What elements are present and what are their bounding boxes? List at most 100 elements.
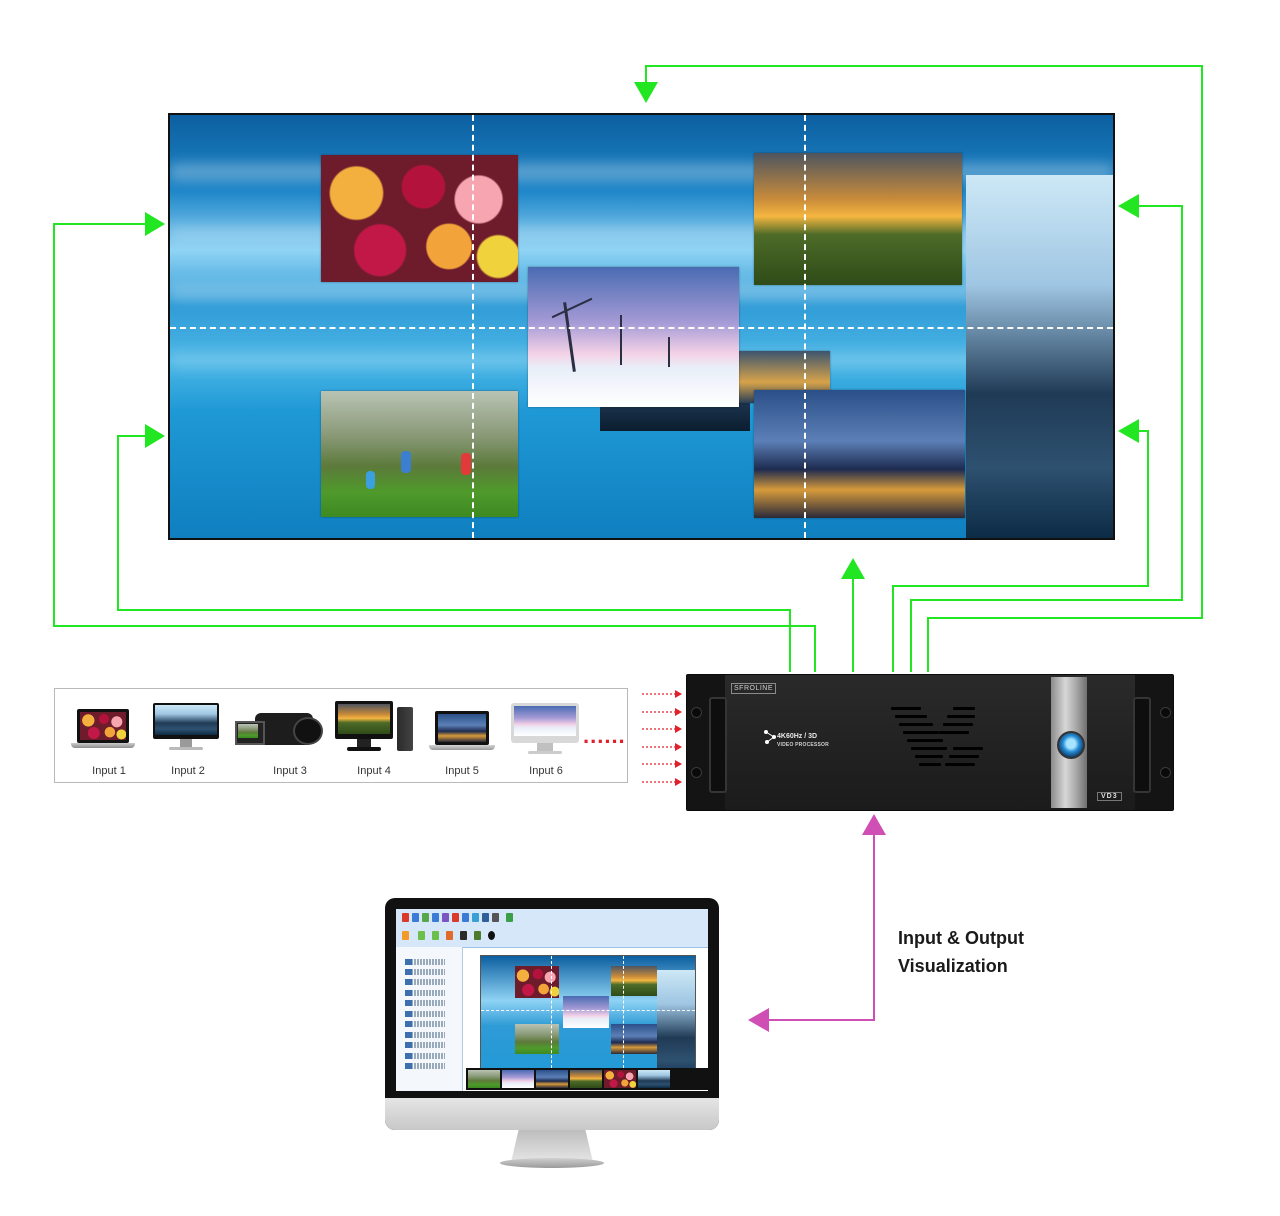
toolbar-icon[interactable]	[402, 913, 409, 922]
arrowhead-right	[675, 743, 682, 751]
source-thumbnail[interactable]	[570, 1070, 602, 1088]
toolbar-icon[interactable]	[422, 913, 429, 922]
control-line	[766, 832, 875, 1021]
toolbar-icon[interactable]	[488, 931, 495, 940]
child-figure	[461, 453, 471, 475]
arrowhead-right	[675, 778, 682, 786]
arrowhead-right	[675, 725, 682, 733]
screw-icon	[1160, 767, 1171, 778]
arrowhead-up	[841, 558, 865, 579]
input-sources-panel: Input 1 Input 2 Input 3 Input 4 Input 5	[54, 688, 628, 783]
source-thumbnail[interactable]	[604, 1070, 636, 1088]
v-logo-icon	[889, 707, 989, 783]
control-software-screen	[396, 909, 708, 1091]
processor-spec-line2: VIDEO PROCESSOR	[777, 742, 829, 748]
input-label: Input 6	[529, 765, 563, 777]
list-item[interactable]	[405, 1063, 445, 1069]
screw-icon	[1160, 707, 1171, 718]
input-label: Input 4	[357, 765, 391, 777]
arrowhead-right	[145, 424, 165, 448]
list-item[interactable]	[405, 969, 445, 975]
list-item[interactable]	[405, 1000, 445, 1006]
list-item[interactable]	[405, 959, 445, 965]
screen-divider-horizontal	[170, 327, 1113, 329]
list-item[interactable]	[405, 1021, 445, 1027]
source-thumbnail[interactable]	[638, 1070, 670, 1088]
source-thumbnail[interactable]	[536, 1070, 568, 1088]
list-item[interactable]	[405, 979, 445, 985]
power-button[interactable]	[1057, 731, 1085, 759]
arrowhead-left	[1118, 194, 1139, 218]
fruit-window[interactable]	[321, 155, 518, 282]
toolbar-icon[interactable]	[474, 931, 481, 940]
tree-branch	[551, 297, 593, 319]
children-forest-window[interactable]	[321, 391, 518, 517]
list-item[interactable]	[405, 1032, 445, 1038]
arrowhead-left	[1118, 419, 1139, 443]
software-layout-preview[interactable]	[480, 955, 696, 1084]
rack-handle-right[interactable]	[1133, 697, 1151, 793]
software-source-thumbnails	[466, 1068, 708, 1090]
preview-window[interactable]	[515, 966, 559, 998]
toolbar-icon[interactable]	[472, 913, 479, 922]
sunset-railway-window[interactable]	[754, 153, 962, 285]
input-label: Input 2	[171, 765, 205, 777]
toolbar-icon[interactable]	[446, 931, 453, 940]
child-figure	[401, 451, 411, 473]
monitor-stand	[511, 1130, 593, 1160]
source-thumbnail[interactable]	[502, 1070, 534, 1088]
more-inputs-indicator: ......	[583, 723, 626, 748]
screw-icon	[691, 707, 702, 718]
arrowhead-left	[748, 1008, 769, 1032]
toolbar-icon[interactable]	[432, 913, 439, 922]
toolbar-icon[interactable]	[462, 913, 469, 922]
list-item[interactable]	[405, 1042, 445, 1048]
arrowhead-right	[145, 212, 165, 236]
arrowhead-right	[675, 690, 682, 698]
input-arrows	[642, 693, 676, 783]
arrowhead-up	[862, 814, 886, 835]
toolbar-icon[interactable]	[442, 913, 449, 922]
toolbar-icon[interactable]	[432, 931, 439, 940]
toolbar-icon[interactable]	[412, 913, 419, 922]
list-item[interactable]	[405, 1011, 445, 1017]
arrowhead-down	[634, 82, 658, 103]
toolbar-icon[interactable]	[452, 913, 459, 922]
child-figure	[366, 471, 375, 489]
preview-window[interactable]	[515, 1024, 559, 1054]
monitor-chin	[385, 1098, 719, 1130]
desktop-monitor-icon	[153, 703, 219, 753]
processor-spec-line1: 4K60Hz / 3D	[777, 733, 818, 740]
toolbar-icon[interactable]	[506, 913, 513, 922]
signal-node-icon	[764, 730, 776, 744]
input-arrowheads	[675, 690, 682, 786]
rack-handle-left[interactable]	[709, 697, 727, 793]
laptop-icon	[71, 709, 135, 755]
list-item[interactable]	[405, 1053, 445, 1059]
building-window[interactable]	[966, 175, 1113, 538]
city-night-window[interactable]	[754, 390, 965, 518]
toolbar-icon[interactable]	[402, 931, 409, 940]
source-thumbnail[interactable]	[468, 1070, 500, 1088]
list-item[interactable]	[405, 990, 445, 996]
toolbar-icon[interactable]	[492, 913, 499, 922]
arrowhead-right	[675, 708, 682, 716]
toolbar-icon[interactable]	[482, 913, 489, 922]
all-in-one-pc-icon	[511, 703, 579, 755]
control-line-path	[766, 832, 875, 1021]
input-label: Input 1	[92, 765, 126, 777]
arrowhead-right	[675, 760, 682, 768]
tree	[620, 315, 622, 365]
input-label: Input 3	[273, 765, 307, 777]
preview-window[interactable]	[611, 1024, 657, 1054]
toolbar-icon[interactable]	[460, 931, 467, 940]
snow-trees-window[interactable]	[528, 267, 739, 407]
preview-window[interactable]	[611, 966, 657, 996]
screw-icon	[691, 767, 702, 778]
toolbar-icon[interactable]	[418, 931, 425, 940]
preview-window[interactable]	[657, 970, 695, 1083]
tree	[563, 302, 576, 372]
preview-window[interactable]	[563, 996, 609, 1028]
video-wall	[168, 113, 1115, 540]
processor-brand: SFROLINE	[731, 683, 777, 694]
